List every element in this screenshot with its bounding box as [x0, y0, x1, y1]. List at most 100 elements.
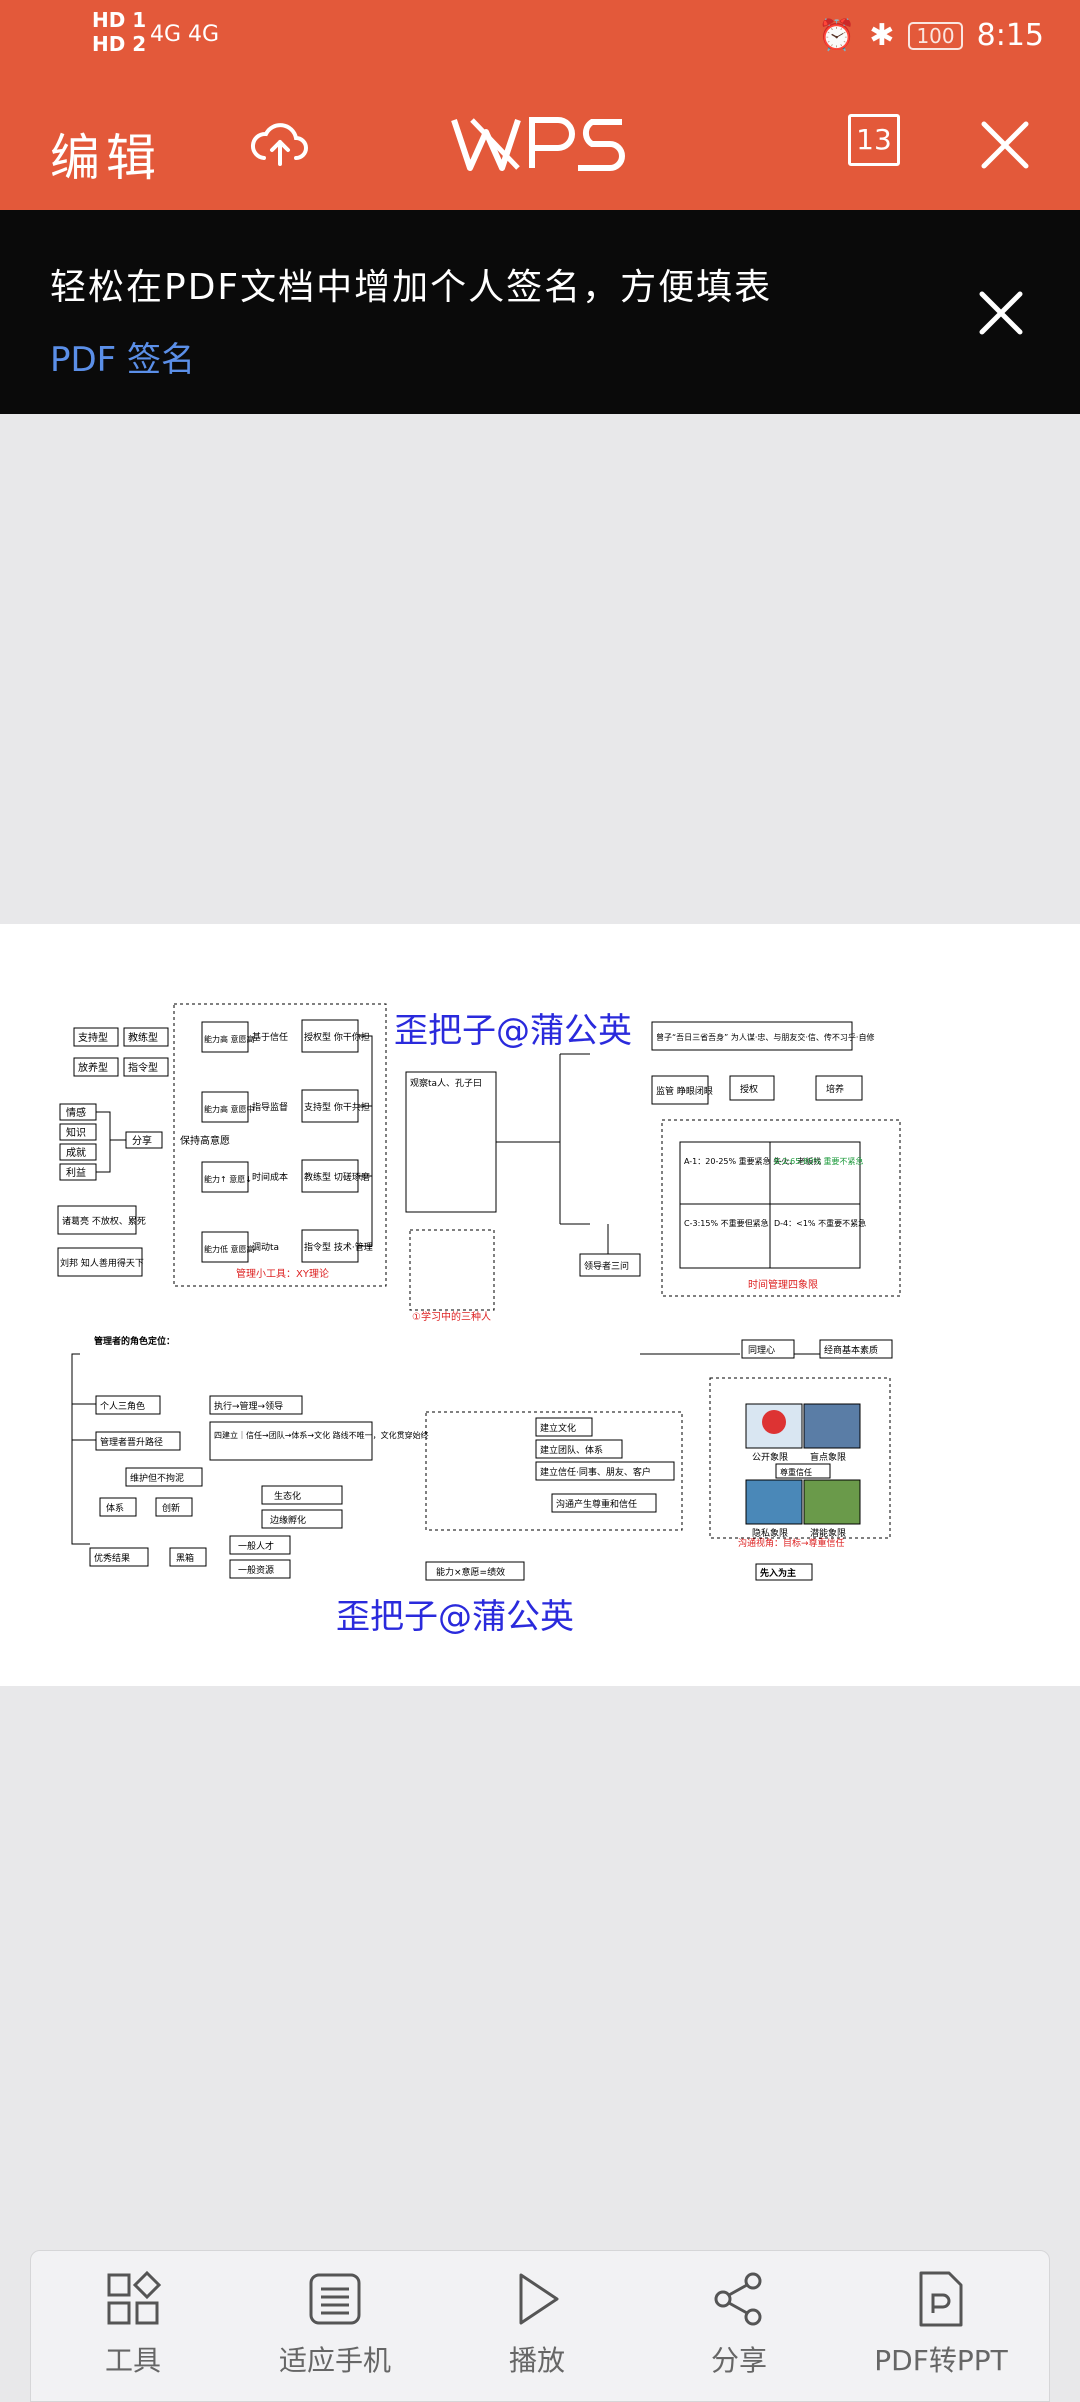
pdf-to-ppt-label: PDF转PPT: [874, 2344, 1008, 2377]
alarm-icon: ⏰: [817, 18, 856, 53]
edit-button[interactable]: 编辑: [50, 129, 162, 187]
label-command2: 指令型 技术·管理: [304, 1241, 373, 1253]
label-supervise: 监管 睁眼闭眼: [656, 1085, 713, 1097]
label-low-high: 能力低 意愿高: [204, 1244, 255, 1254]
label-exec: 执行→管理→领导: [214, 1400, 283, 1412]
label-role-title: 管理者的角色定位：: [94, 1335, 175, 1347]
hd1-label: HD 1: [92, 8, 147, 32]
signal-icon: 4G 4G: [150, 22, 220, 47]
label-b2: B-2:65-80% 重要不紧急: [774, 1156, 864, 1166]
label-person3: 个人三角色: [100, 1400, 145, 1412]
play-icon: [519, 2273, 559, 2325]
fit-phone-button[interactable]: 适应手机: [235, 2269, 435, 2379]
bluetooth-icon: ✱: [869, 18, 895, 53]
status-bar: HD 1 HD 2 4G 4G ⏰ ✱ 100 8:15: [0, 0, 1080, 80]
label-basic: 经商基本素质: [824, 1344, 878, 1356]
sim-indicators: HD 1 HD 2: [92, 8, 146, 56]
label-support2: 支持型 你干共担: [304, 1101, 370, 1113]
label-innovate: 创新: [162, 1502, 180, 1514]
label-quad-title: 时间管理四象限: [748, 1278, 818, 1291]
label-observe: 观察ta人、孔子曰: [410, 1077, 482, 1089]
label-achievement: 成就: [66, 1146, 86, 1159]
play-button[interactable]: 播放: [437, 2269, 637, 2379]
label-guanzi: 曾子“吾日三省吾身” 为人谋·忠、与朋友交·信、传不习乎·自修: [656, 1032, 874, 1042]
label-cultivate: 培养: [826, 1083, 844, 1095]
label-normal-talent: 一般人才: [238, 1540, 274, 1552]
label-good-result: 优秀结果: [94, 1552, 130, 1564]
label-leader-three: 领导者三问: [584, 1260, 629, 1272]
label-coach2: 教练型 切磋琢磨: [304, 1171, 370, 1183]
tools-icon: [107, 2270, 162, 2325]
label-time-cost: 时间成本: [252, 1171, 288, 1183]
label-keep-high: 保持高意愿: [180, 1134, 230, 1147]
label-public: 公开象限: [752, 1451, 788, 1463]
label-edge: 边缘孵化: [270, 1514, 306, 1526]
pdf-to-ppt-button[interactable]: PDF转PPT: [841, 2269, 1041, 2379]
label-blind: 盲点象限: [810, 1451, 846, 1463]
pdf-to-ppt-icon: [919, 2271, 963, 2327]
label-a1: A-1：20-25% 重要紧急 失火、老板找: [684, 1156, 821, 1166]
label-adjust: 调动ta: [252, 1242, 279, 1253]
label-ability: 能力×意愿=绩效: [436, 1566, 505, 1578]
label-d4: D-4：<1% 不重要不紧急: [774, 1218, 866, 1228]
label-blackbox: 黑箱: [176, 1552, 194, 1564]
battery-icon: 100: [908, 21, 963, 50]
label-hidden: 隐私象限: [752, 1527, 788, 1539]
pdf-sign-link[interactable]: PDF 签名: [50, 340, 196, 380]
label-system: 体系: [106, 1502, 124, 1514]
label-respect: 尊重信任: [780, 1467, 812, 1477]
label-promote: 管理者晋升路径: [100, 1436, 163, 1448]
promo-banner: 轻松在PDF文档中增加个人签名，方便填表 PDF 签名: [0, 210, 1080, 414]
label-support: 支持型: [78, 1031, 108, 1044]
banner-text: 轻松在PDF文档中增加个人签名，方便填表: [50, 267, 773, 308]
label-comm-view: 沟通视角：目标→尊重信任: [738, 1537, 845, 1549]
label-emotion: 情感: [66, 1106, 86, 1119]
label-liubang: 刘邦 知人善用得天下: [60, 1257, 144, 1269]
tools-button[interactable]: 工具: [33, 2269, 233, 2379]
label-comm: 沟通产生尊重和信任: [556, 1498, 637, 1510]
label-tool-title: 管理小工具：XY理论: [236, 1267, 329, 1280]
label-trust-build: 建立信任·同事、朋友、客户: [540, 1466, 651, 1478]
label-coach: 教练型: [128, 1031, 158, 1044]
close-icon[interactable]: [980, 120, 1030, 174]
label-pre: 先入为主: [760, 1567, 796, 1579]
label-protect: 维护但不拘泥: [130, 1472, 184, 1484]
clock: 8:15: [976, 18, 1044, 53]
label-interest: 利益: [66, 1166, 86, 1179]
watermark-top: 歪把子@蒲公英: [394, 1011, 632, 1051]
label-empower: 授权: [740, 1083, 758, 1095]
hd2-label: HD 2: [92, 32, 147, 56]
fit-phone-icon: [309, 2273, 361, 2325]
label-delegate: 放养型: [78, 1061, 108, 1074]
app-toolbar: 编辑 13: [0, 80, 1080, 210]
label-system-line: 四建立｜信任→团队→体系→文化 路线不唯一，文化贯穿始终: [214, 1430, 429, 1440]
share-icon: [714, 2272, 762, 2326]
fit-phone-label: 适应手机: [278, 2344, 391, 2377]
label-guide: 指导监督: [252, 1101, 288, 1113]
mind-map-diagram: 支持型 教练型 放养型 指令型 情感 知识 成就 利益 分享 保持高意愿 诸葛亮…: [57, 1003, 901, 1637]
label-share: 分享: [132, 1134, 152, 1147]
wps-logo: [450, 112, 630, 178]
label-normal-res: 一般资源: [238, 1564, 274, 1576]
tools-label: 工具: [104, 2344, 161, 2377]
pdf-page[interactable]: 支持型 教练型 放养型 指令型 情感 知识 成就 利益 分享 保持高意愿 诸葛亮…: [0, 924, 1080, 1686]
label-zhuge: 诸葛亮 不放权、累死: [62, 1215, 146, 1227]
label-ecology: 生态化: [274, 1490, 301, 1502]
label-culture: 建立文化: [540, 1422, 576, 1434]
label-auth: 授权型 你干你担: [304, 1031, 370, 1043]
banner-close-icon[interactable]: [978, 290, 1024, 340]
label-c3: C-3:15% 不重要但紧急: [684, 1218, 769, 1228]
label-study-title: ①学习中的三种人: [412, 1310, 491, 1323]
page-count-button[interactable]: 13: [848, 114, 900, 166]
label-potential: 潜能象限: [810, 1527, 846, 1539]
play-label: 播放: [508, 2344, 565, 2377]
watermark-bottom: 歪把子@蒲公英: [336, 1597, 574, 1637]
share-button[interactable]: 分享: [639, 2269, 839, 2379]
label-high-high: 能力高 意愿高: [204, 1034, 255, 1044]
label-up-down: 能力↑ 意愿↓: [204, 1174, 252, 1184]
label-command: 指令型: [128, 1061, 158, 1074]
cloud-upload-icon[interactable]: [248, 112, 312, 180]
label-same-heart: 同理心: [748, 1345, 775, 1356]
label-trust: 基于信任: [252, 1031, 288, 1043]
share-label: 分享: [710, 2344, 767, 2377]
